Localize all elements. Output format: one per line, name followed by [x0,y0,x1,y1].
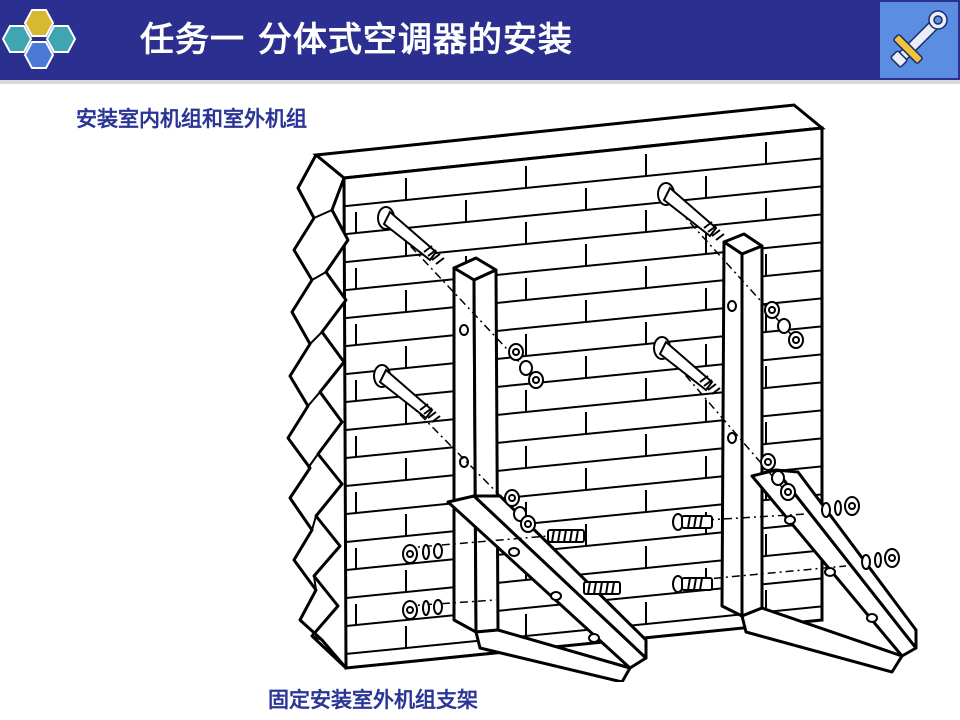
horizontal-bolts [547,513,713,595]
right-bracket [720,232,918,674]
bracket-holes [459,300,878,643]
outer-nuts [402,496,900,620]
bracket-installation-diagram [286,103,918,682]
left-bracket [446,256,648,682]
wrench-screwdriver-icon [890,10,948,68]
hexagon-cluster-icon [1,9,77,69]
tool-box [880,2,958,78]
anchor-bolts [373,182,725,423]
wall-broken-edge [286,153,350,670]
washers-nuts [504,301,804,533]
header-divider [0,80,960,84]
page-title: 任务一 分体式空调器的安装 [140,20,573,60]
slide-header: 任务一 分体式空调器的安装 [0,0,960,80]
diagram-caption: 固定安装室外机组支架 [268,688,478,712]
section-heading: 安装室内机组和室外机组 [76,107,307,131]
